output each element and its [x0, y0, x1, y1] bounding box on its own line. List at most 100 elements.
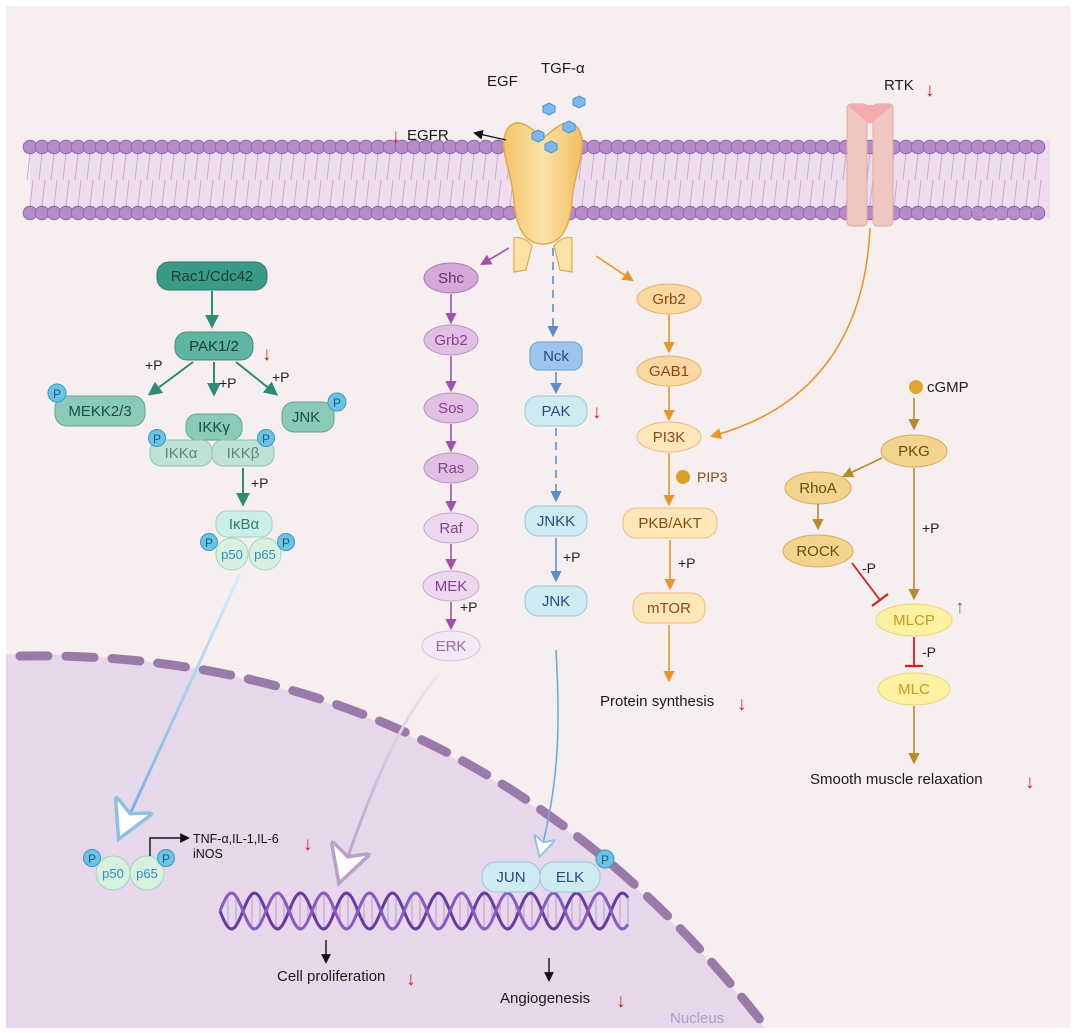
lipid-tail — [809, 179, 814, 207]
plusp-mekk: +P — [145, 357, 163, 373]
lipid-tail — [746, 153, 751, 181]
lipid-tail — [629, 179, 634, 207]
lipid-tail — [410, 153, 415, 181]
ikkg-label: IKKγ — [198, 419, 230, 436]
lipid-tail — [365, 179, 370, 207]
lipid-tail — [305, 179, 310, 207]
lipid-tail — [362, 153, 367, 181]
lipid-tail — [653, 179, 658, 207]
lipid-tail — [89, 179, 94, 207]
lipid-tail — [101, 179, 106, 207]
phos-ikka — [148, 429, 166, 447]
lipid-tail — [74, 153, 79, 181]
lipid-tail — [254, 153, 259, 181]
lipid-tail — [593, 179, 598, 207]
egfr-pointer-arrow — [473, 129, 507, 141]
lipid-tail — [125, 179, 130, 207]
lipid-tail — [590, 153, 595, 181]
lipid-tail — [26, 153, 31, 181]
phos-p50-cyto-label: P — [205, 536, 213, 550]
lipid-tail — [1037, 179, 1042, 207]
lipid-tail — [314, 153, 319, 181]
lipid-tail — [29, 179, 34, 207]
nfkb-translocation-arrow — [120, 573, 242, 836]
lipid-tail — [641, 179, 646, 207]
phos-ikkb-label: P — [262, 432, 270, 446]
nck-label: Nck — [543, 348, 569, 365]
arrow-pak-mekk — [147, 361, 194, 396]
inhibit-rock-mlcp — [851, 562, 881, 601]
lipid-tail — [965, 179, 970, 207]
phos-p65-nuc — [157, 849, 175, 867]
lipid-tail — [806, 153, 811, 181]
plusp-erk: +P — [460, 599, 478, 615]
lipid-tail — [134, 153, 139, 181]
phos-p65-nuc-label: P — [162, 852, 170, 866]
lipid-tail — [281, 179, 286, 207]
protein-synthesis-label: Protein synthesis — [600, 693, 714, 710]
lipid-tail — [182, 153, 187, 181]
lipid-tail — [1025, 179, 1030, 207]
lipid-tail — [917, 179, 922, 207]
node-p65-nuc — [129, 855, 165, 891]
node-pak12 — [174, 331, 254, 361]
node-gab1 — [636, 355, 702, 387]
lipid-tail — [209, 179, 214, 207]
mapk-pathway: Shc Grb2 Sos Ras Raf MEK ERK +P — [421, 247, 510, 662]
lipid-tail — [734, 153, 739, 181]
node-p50-cyto — [215, 537, 249, 571]
mlcp-up-arrow: ↑ — [955, 597, 965, 618]
arrow-egfr-grb2 — [595, 255, 634, 282]
lipid-tail — [389, 179, 394, 207]
node-mtor — [632, 592, 706, 624]
mtor-label: mTOR — [647, 600, 691, 617]
phos-p50-nuc — [83, 849, 101, 867]
lipid-tail — [998, 153, 1003, 181]
lipid-tail — [1001, 179, 1006, 207]
lipid-tail — [377, 179, 382, 207]
lipid-tail — [614, 153, 619, 181]
node-ikkb — [211, 439, 275, 467]
jnk-teal-label: JNK — [292, 409, 320, 426]
nfkb-pathway: Rac1/Cdc42 PAK1/2 ↓ +P +P +P MEKK2/3 P I… — [47, 261, 347, 571]
node-elk — [539, 861, 601, 893]
jnkk-label: JNKK — [537, 513, 575, 530]
nucleus-region — [6, 653, 765, 1028]
p50-nuc-label: p50 — [102, 866, 124, 881]
node-ras — [423, 452, 479, 484]
node-jnkk — [524, 505, 588, 537]
node-pi3k — [636, 421, 702, 453]
prolif-down-arrow: ↓ — [406, 969, 416, 990]
pi3k-label: PI3K — [653, 429, 686, 446]
lipid-tail — [194, 153, 199, 181]
nucleus-label: Nucleus — [670, 1010, 724, 1027]
lipid-tail — [110, 153, 115, 181]
lipid-tail — [482, 153, 487, 181]
lipid-tail — [86, 153, 91, 181]
arrow-rtk-pi3k — [709, 227, 871, 440]
lipid-tail — [725, 179, 730, 207]
lipid-tail — [962, 153, 967, 181]
phos-ikka-label: P — [153, 432, 161, 446]
lipid-tail — [578, 153, 583, 181]
lipid-tail — [317, 179, 322, 207]
angiogenesis-label: Angiogenesis — [500, 990, 590, 1007]
lipid-tail — [65, 179, 70, 207]
lipid-tail — [53, 179, 58, 207]
lipid-tail — [257, 179, 262, 207]
cgmp-dot — [909, 380, 923, 394]
protein-down-arrow: ↓ — [737, 694, 747, 715]
lipid-tail — [494, 153, 499, 181]
transcription-arrow — [149, 833, 190, 856]
arrow-pak-jnk — [235, 361, 279, 396]
rock-label: ROCK — [796, 543, 839, 560]
ikba-label: IκBα — [229, 516, 260, 533]
egfr-label: EGFR — [407, 127, 449, 144]
elk-label: ELK — [556, 869, 584, 886]
jun-label: JUN — [496, 869, 525, 886]
ras-label: Ras — [438, 460, 465, 477]
nuclear-nfkb: p50 p65 P P TNF-α,IL-1,IL-6 iNOS ↓ — [83, 832, 313, 891]
grb2-mapk-label: Grb2 — [434, 332, 467, 349]
phos-elk-label: P — [601, 853, 609, 867]
